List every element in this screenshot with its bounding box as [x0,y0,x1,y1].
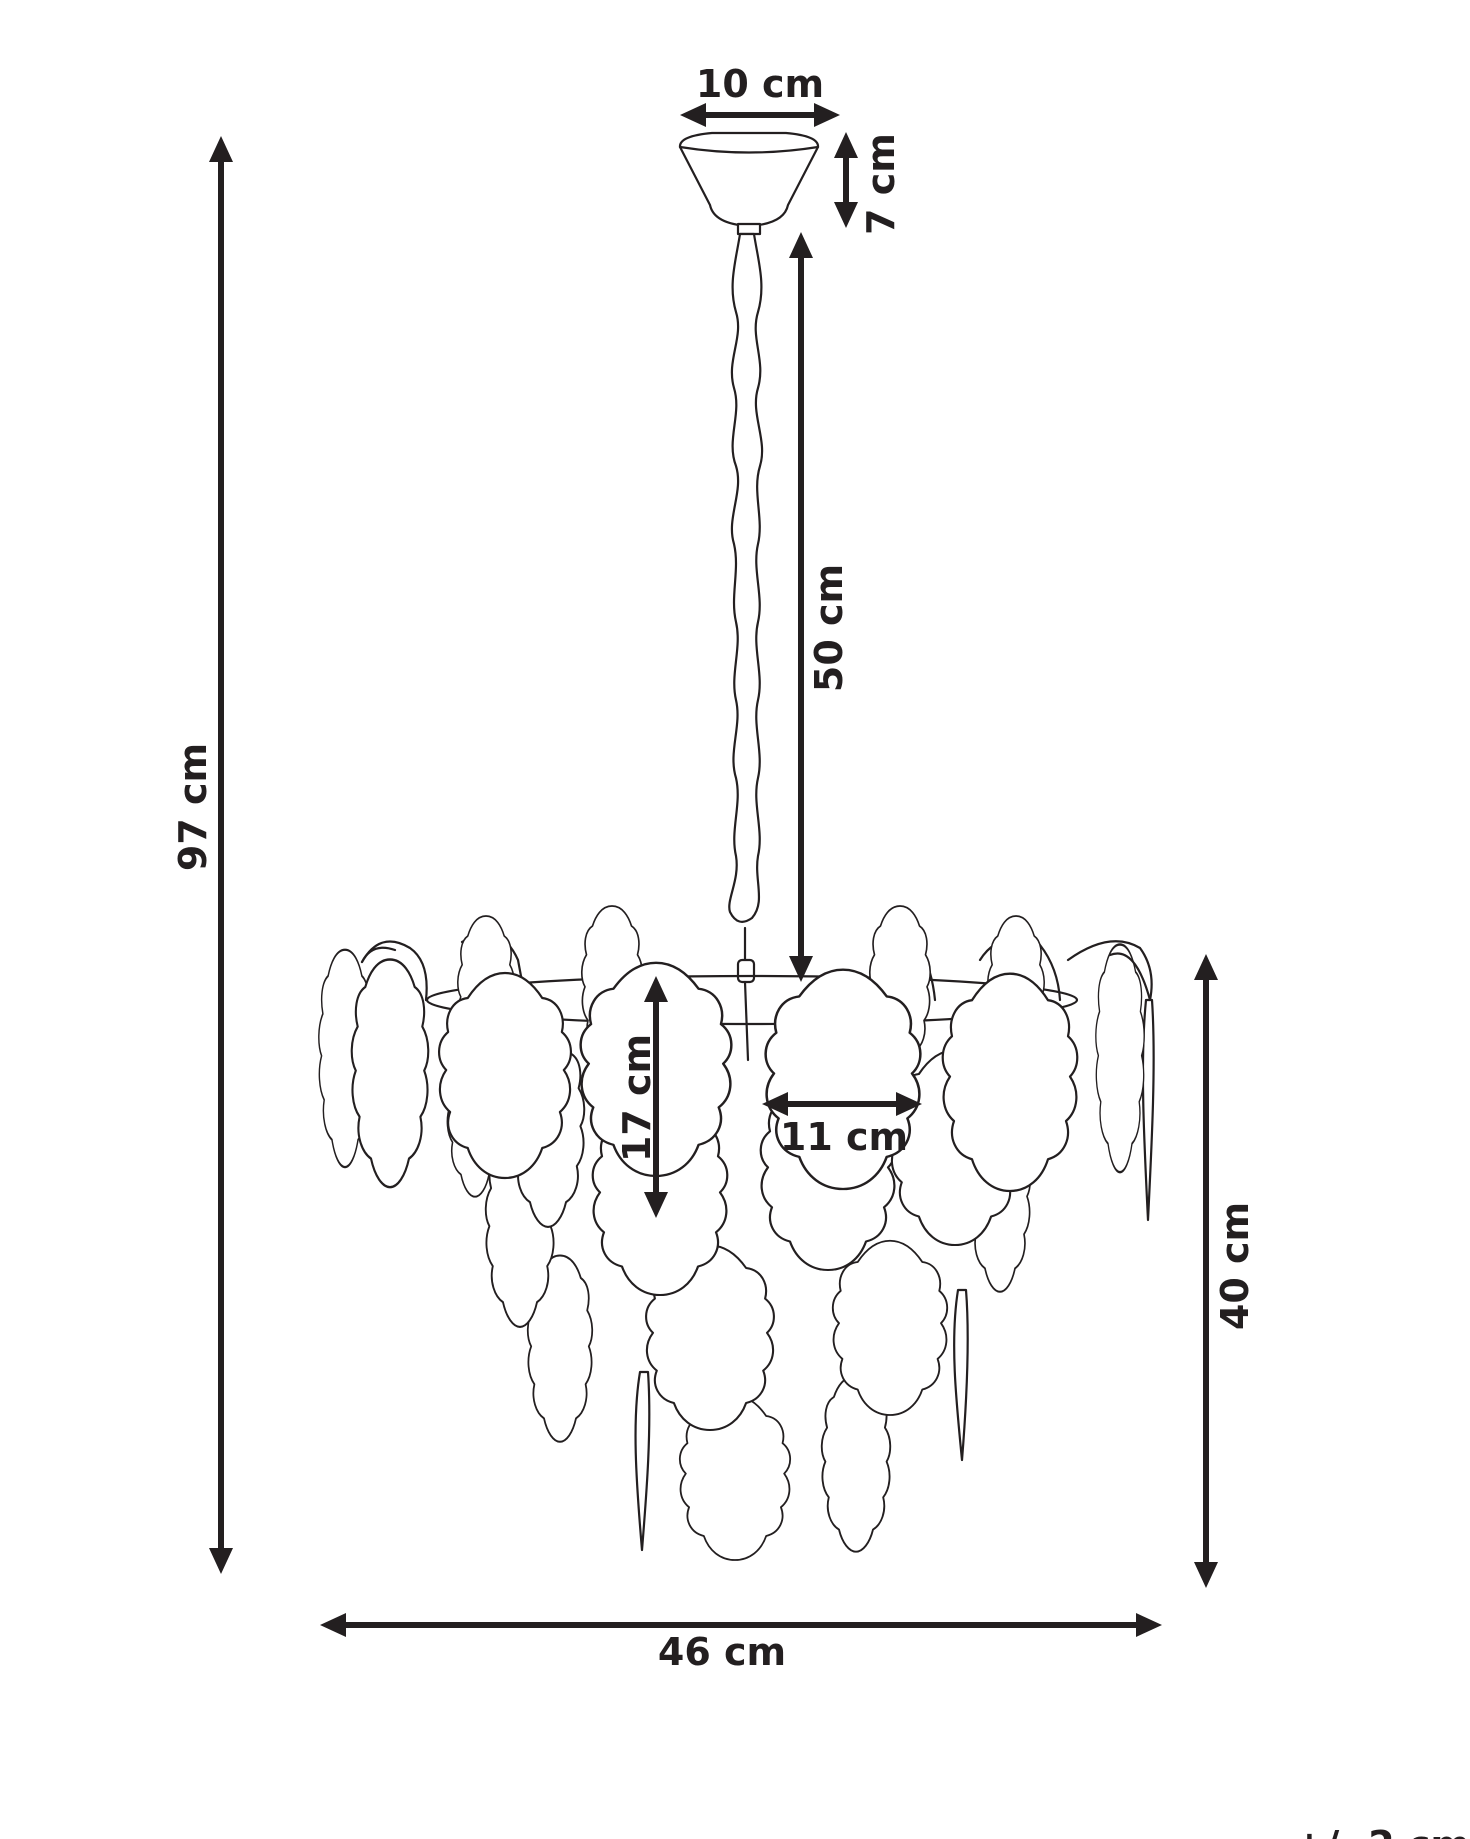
arrow-leaf-height [644,976,668,1218]
chain [728,232,764,984]
label-shade-height: 40 cm [1213,1202,1257,1330]
dimension-arrows [209,103,1218,1637]
arrow-canopy-height [834,132,858,228]
label-chain-length: 50 cm [807,564,851,692]
label-leaf-width: 11 cm [780,1115,908,1159]
arrow-shade-height [1194,954,1218,1588]
ceiling-canopy [678,131,820,236]
glass-leaves [317,905,1155,1561]
label-shade-width: 46 cm [658,1630,786,1674]
label-tolerance: +/- 2 cm [1293,1823,1470,1839]
arrow-total-height [209,136,233,1574]
label-total-height: 97 cm [171,743,215,871]
label-canopy-width: 10 cm [696,62,824,106]
arrow-leaf-width [762,1092,922,1116]
arrow-chain-length [789,232,813,982]
label-canopy-height: 7 cm [859,133,903,235]
label-leaf-height: 17 cm [615,1034,659,1162]
arrow-canopy-width [680,103,840,127]
arrow-shade-width [320,1613,1162,1637]
